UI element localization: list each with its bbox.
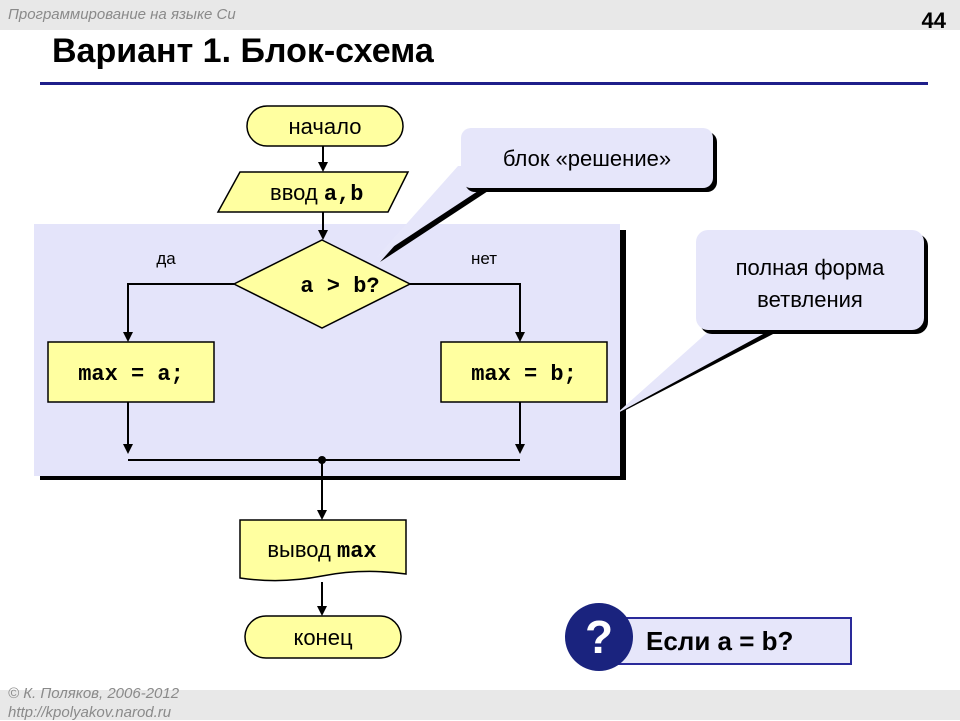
course-name: Программирование на языке Си (8, 6, 236, 23)
callout-branch-line1: полная форма (736, 255, 886, 280)
footer-bar (0, 690, 960, 720)
process-max-b (440, 341, 608, 403)
callout-branch-pointer-shadow (622, 318, 804, 412)
end-terminator (244, 615, 402, 659)
slide-title: Вариант 1. Блок-схема (52, 32, 434, 70)
callout-decision-text: блок «решение» (503, 146, 671, 171)
start-label: начало (289, 114, 362, 139)
callout-decision-pointer-shadow (380, 170, 520, 262)
decision-label: a > b? (300, 274, 379, 299)
input-block (216, 171, 410, 213)
process-max-a (47, 341, 215, 403)
callout-branch-line2: ветвления (757, 287, 863, 312)
callout-branch-pointer (616, 314, 800, 414)
arrow-yes-branch (123, 283, 234, 342)
process-max-b-label: max = b; (471, 362, 577, 387)
decision-diamond (232, 239, 412, 329)
process-max-a-label: max = a; (78, 362, 184, 387)
question-mark-icon: ? (565, 603, 633, 671)
title-underline (40, 82, 928, 85)
output-block (239, 519, 407, 582)
question-box (616, 617, 852, 665)
yes-label: да (156, 249, 176, 268)
question-text: Если a = b? (646, 626, 794, 656)
start-terminator (246, 105, 404, 147)
site-link[interactable]: http://kpolyakov.narod.ru (8, 704, 172, 721)
copyright-text: © К. Поляков, 2006-2012 (8, 685, 180, 702)
slide-number: 44 (921, 8, 946, 33)
callout-branch (696, 230, 924, 330)
input-label: ввод a,b (270, 180, 363, 207)
header-bar (0, 0, 960, 30)
end-label: конец (293, 625, 352, 650)
callout-decision (461, 128, 713, 188)
output-label: вывод max (267, 537, 376, 564)
arrow-no-branch (410, 283, 525, 342)
no-label: нет (471, 249, 497, 268)
